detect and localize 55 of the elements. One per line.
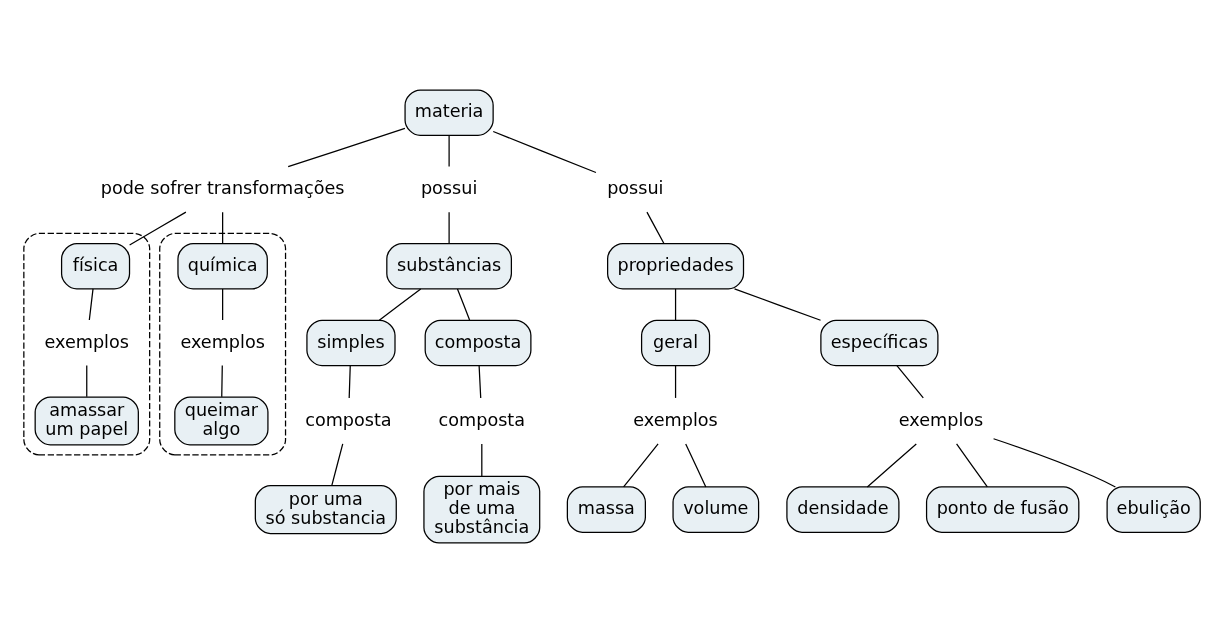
connector xyxy=(481,443,483,477)
connector xyxy=(129,211,187,246)
connector xyxy=(448,134,450,168)
connector xyxy=(222,288,224,321)
node-text: composta xyxy=(438,409,526,430)
connector xyxy=(733,288,822,321)
connector xyxy=(378,288,422,321)
connector xyxy=(646,211,665,244)
node-box: ebulição xyxy=(1106,486,1201,533)
node-box: volume xyxy=(672,486,760,533)
node-box: por mais de uma substância xyxy=(423,475,541,544)
node-text: possui xyxy=(607,178,664,199)
connector xyxy=(674,365,677,399)
connector xyxy=(674,288,677,321)
node-box: específicas xyxy=(820,319,939,367)
node-box: materia xyxy=(404,89,494,136)
node-box: substâncias xyxy=(386,242,512,290)
cluster xyxy=(159,232,287,456)
node-text: pode sofrer transformações xyxy=(100,178,345,199)
connector xyxy=(492,130,597,174)
connector xyxy=(86,365,88,398)
connector xyxy=(88,288,94,321)
node-box: queimar algo xyxy=(174,396,269,446)
node-text: possui xyxy=(420,178,478,199)
node-text: exemplos xyxy=(180,331,265,352)
node-box: amassar um papel xyxy=(34,396,139,446)
node-text: exemplos xyxy=(44,331,129,352)
node-box: ponto de fusão xyxy=(925,486,1080,533)
node-text: exemplos xyxy=(898,409,984,430)
node-text: exemplos xyxy=(633,409,718,430)
connector xyxy=(221,365,223,398)
node-box: densidade xyxy=(786,486,900,533)
connector xyxy=(456,288,471,321)
connector xyxy=(685,443,707,488)
node-box: por uma só substancia xyxy=(254,485,397,535)
connector xyxy=(478,365,482,399)
node-box: massa xyxy=(566,486,646,533)
connector xyxy=(331,443,344,486)
node-box: composta xyxy=(424,319,532,367)
connector xyxy=(448,211,450,244)
connector xyxy=(955,443,988,488)
node-box: geral xyxy=(640,319,711,367)
node-box: química xyxy=(177,242,268,290)
node-box: física xyxy=(60,242,131,290)
connector xyxy=(287,127,406,168)
node-box: propriedades xyxy=(607,242,745,290)
connector xyxy=(622,443,659,488)
connector xyxy=(866,443,917,488)
connector xyxy=(896,365,924,399)
connector xyxy=(992,438,1117,488)
cluster xyxy=(23,232,151,456)
node-text: composta xyxy=(305,409,392,430)
connector xyxy=(222,211,224,244)
connector xyxy=(348,365,351,399)
node-box: simples xyxy=(306,319,396,367)
